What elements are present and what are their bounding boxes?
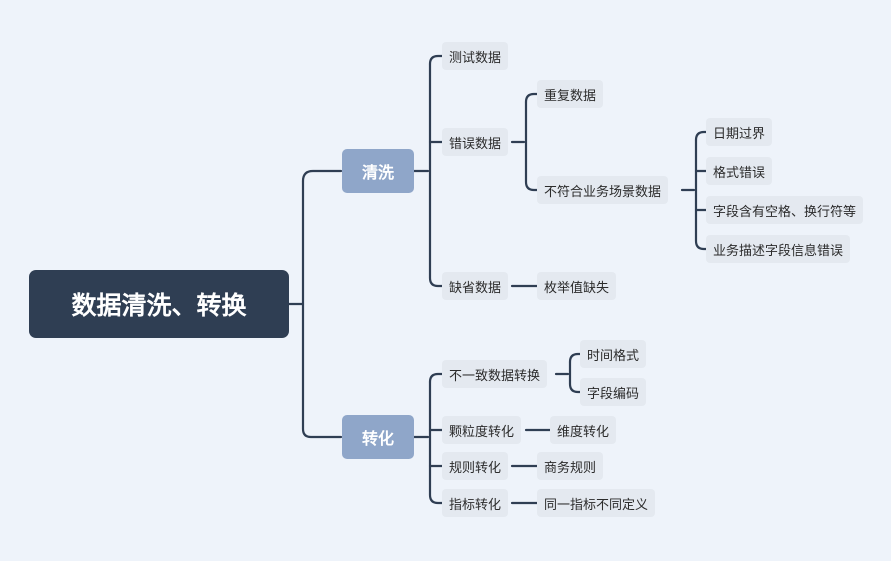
- node-dimension-conversion: 维度转化: [550, 416, 617, 444]
- node-inconsistent-conversion: 不一致数据转换: [442, 360, 548, 388]
- node-missing-data: 缺省数据: [442, 272, 509, 300]
- node-metric-conversion: 指标转化: [442, 489, 509, 517]
- root-topic: 数据清洗、转换: [29, 270, 289, 338]
- node-granularity-conversion: 颗粒度转化: [442, 416, 522, 444]
- node-test-data: 测试数据: [442, 42, 509, 70]
- node-format-error: 格式错误: [706, 157, 773, 185]
- node-rule-conversion: 规则转化: [442, 452, 509, 480]
- node-duplicate-data: 重复数据: [537, 80, 604, 108]
- node-whitespace-in-field: 字段含有空格、换行符等: [706, 196, 864, 224]
- branch-transform: 转化: [342, 415, 414, 459]
- node-field-encoding: 字段编码: [580, 378, 647, 406]
- node-business-rules: 商务规则: [537, 452, 604, 480]
- branch-clean: 清洗: [342, 149, 414, 193]
- node-enum-missing: 枚举值缺失: [537, 272, 617, 300]
- node-date-out-of-range: 日期过界: [706, 118, 773, 146]
- node-metric-definitions: 同一指标不同定义: [537, 489, 656, 517]
- node-time-format: 时间格式: [580, 340, 647, 368]
- node-error-data: 错误数据: [442, 128, 509, 156]
- node-business-mismatch-data: 不符合业务场景数据: [537, 176, 669, 204]
- node-description-field-error: 业务描述字段信息错误: [706, 235, 851, 263]
